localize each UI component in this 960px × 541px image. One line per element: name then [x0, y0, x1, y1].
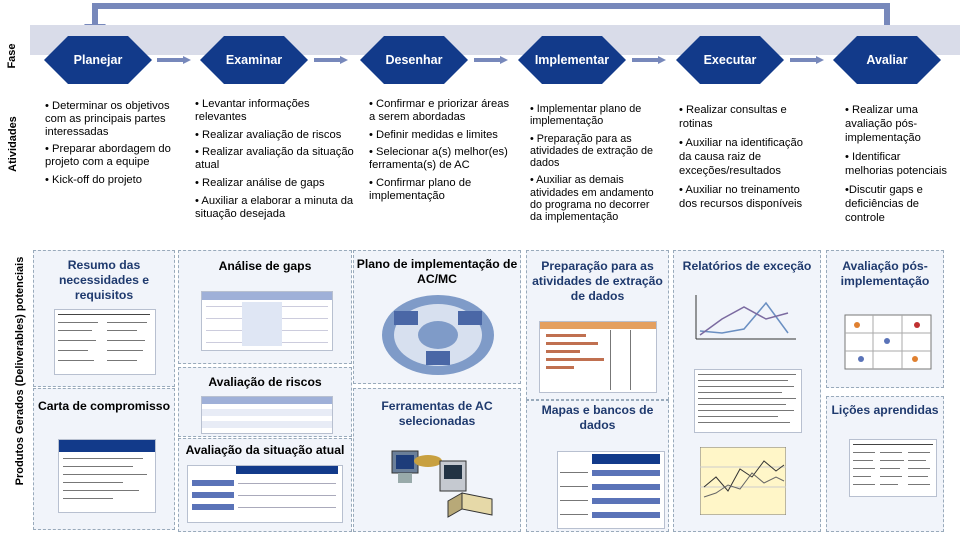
deliverable-relatorios: Relatórios de exceção — [673, 250, 821, 532]
activities-planejar: • Determinar os objetivos com as princip… — [45, 100, 185, 192]
gap-table-thumbnail — [201, 291, 333, 351]
risk-table-thumbnail — [201, 396, 333, 434]
activity-item: • Realizar avaliação de riscos — [195, 128, 342, 141]
computer-tools-icon — [391, 450, 493, 518]
phase-examinar: Examinar — [200, 36, 308, 84]
activity-item: • Auxiliar na identificação da causa rai… — [679, 137, 803, 177]
deliverable-title: Mapas e bancos de dados — [541, 403, 654, 432]
deliverable-title: Plano de implementação de AC/MC — [356, 257, 518, 286]
feedback-loop-line — [92, 3, 890, 9]
deliverable-title: Avaliação de riscos — [208, 375, 322, 389]
activity-item: • Auxiliar a elaborar a minuta da situaç… — [195, 194, 354, 220]
letter-thumbnail — [58, 439, 156, 513]
activity-item: • Preparar abordagem do projeto com a eq… — [45, 143, 171, 169]
deliverable-licoes: Lições aprendidas — [826, 396, 944, 532]
phase-label: Executar — [703, 53, 757, 67]
feedback-loop-left — [92, 3, 98, 29]
deliverable-preparacao: Preparação para as atividades de extraçã… — [526, 250, 669, 400]
deliverable-title: Avaliação pós-implementação — [840, 259, 930, 288]
activity-item: • Definir medidas e limites — [369, 128, 498, 141]
line-chart-thumbnail — [695, 295, 796, 340]
feedback-loop-right — [884, 3, 890, 39]
deliverable-title: Ferramentas de AC selecionadas — [381, 399, 493, 428]
phase-desenhar: Desenhar — [360, 36, 468, 84]
activities-desenhar: • Confirmar e priorizar áreas a serem ab… — [369, 98, 511, 208]
activity-item: • Auxiliar as demais atividades em andam… — [530, 174, 654, 224]
deliverable-gaps: Análise de gaps — [178, 250, 352, 364]
activity-item: • Levantar informações relevantes — [195, 98, 310, 123]
document-thumbnail — [54, 309, 156, 375]
deliverable-title: Lições aprendidas — [831, 403, 939, 417]
phase-arrow — [314, 56, 348, 64]
phase-label: Examinar — [225, 53, 283, 67]
deliverable-carta: Carta de compromisso — [33, 388, 175, 530]
phase-arrow — [474, 56, 508, 64]
phase-band — [30, 25, 960, 55]
data-map-thumbnail — [557, 451, 665, 529]
deliverable-plano: Plano de implementação de AC/MC — [353, 250, 521, 384]
activity-item: • Preparação para as atividades de extra… — [530, 132, 654, 170]
deliverable-title: Preparação para as atividades de extraçã… — [532, 259, 663, 303]
activity-item: • Realizar uma avaliação pós-implementaç… — [845, 104, 921, 144]
deliverable-title: Resumo das necessidades e requisitos — [58, 258, 150, 302]
phase-implementar: Implementar — [518, 36, 626, 84]
phase-avaliar: Avaliar — [833, 36, 941, 84]
row-label-activities: Atividades — [7, 116, 19, 172]
deliverable-ferramentas: Ferramentas de AC selecionadas — [353, 388, 521, 532]
trend-chart-thumbnail — [700, 447, 786, 515]
activity-item: • Selecionar a(s) melhor(es) ferramenta(… — [369, 146, 508, 172]
deliverable-title: Análise de gaps — [218, 259, 312, 273]
report-text-thumbnail — [694, 369, 802, 433]
lessons-table-thumbnail — [849, 439, 937, 497]
phase-executar: Executar — [676, 36, 784, 84]
matrix-thumbnail — [844, 314, 932, 370]
activity-item: • Kick-off do projeto — [45, 173, 142, 186]
phase-label: Avaliar — [866, 53, 908, 67]
activities-examinar: • Levantar informações relevantes • Real… — [195, 98, 357, 225]
deliverable-avaliacao-pos: Avaliação pós-implementação — [826, 250, 944, 388]
deliverable-title: Relatórios de exceção — [682, 259, 812, 273]
deliverable-resumo: Resumo das necessidades e requisitos — [33, 250, 175, 387]
phase-label: Desenhar — [385, 53, 443, 67]
activity-item: • Realizar consultas e rotinas — [679, 104, 787, 130]
situation-table-thumbnail — [187, 465, 343, 523]
row-label-phase: Fase — [6, 43, 18, 69]
phase-arrow — [632, 56, 666, 64]
phase-arrow — [790, 56, 824, 64]
deliverable-situacao: Avaliação da situação atual — [178, 438, 352, 532]
activities-avaliar: • Realizar uma avaliação pós-implementaç… — [845, 103, 950, 230]
activity-item: • Auxiliar no treinamento dos recursos d… — [679, 184, 803, 210]
activity-item: • Determinar os objetivos com as princip… — [45, 100, 170, 138]
deliverable-title: Avaliação da situação atual — [185, 443, 345, 457]
activity-item: • Realizar avaliação da situação atual — [195, 146, 354, 172]
phase-arrow — [157, 56, 191, 64]
activity-item: • Realizar análise de gaps — [195, 176, 325, 189]
activities-executar: • Realizar consultas e rotinas • Auxilia… — [679, 103, 809, 216]
deliverable-mapas: Mapas e bancos de dados — [526, 400, 669, 532]
deliverable-title: Carta de compromisso — [37, 399, 171, 413]
phase-label: Implementar — [534, 53, 610, 67]
row-label-deliverables: Produtos Gerados (Deliverables) potencia… — [14, 256, 26, 486]
phase-planejar: Planejar — [44, 36, 152, 84]
cycle-diagram — [382, 295, 494, 375]
activity-item: •Discutir gaps e deficiências de control… — [845, 184, 923, 224]
activity-item: • Confirmar e priorizar áreas a serem ab… — [369, 98, 510, 123]
activities-implementar: • Implementar plano de implementação • P… — [530, 103, 662, 229]
activity-item: • Identificar melhorias potenciais — [845, 151, 947, 177]
activity-item: • Implementar plano de implementação — [530, 103, 642, 128]
deliverable-riscos: Avaliação de riscos — [178, 367, 352, 437]
gantt-thumbnail — [539, 321, 657, 393]
phase-label: Planejar — [73, 53, 123, 67]
activity-item: • Confirmar plano de implementação — [369, 176, 472, 202]
